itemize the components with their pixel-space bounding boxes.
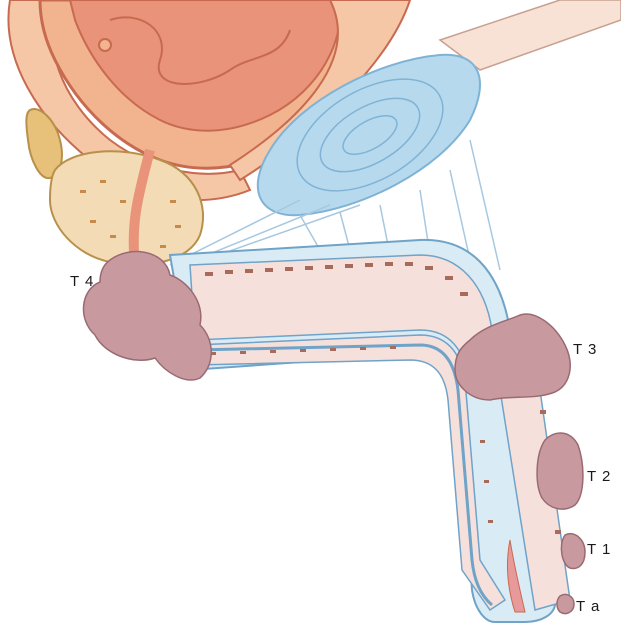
label-t4: T 4 xyxy=(70,273,95,290)
ureter-orifice xyxy=(98,38,112,52)
pubic-bone xyxy=(256,53,481,217)
suspensory-fibers xyxy=(169,139,501,271)
bladder-lumen xyxy=(68,0,342,132)
prostate-dots xyxy=(80,180,181,248)
label-t3: T 3 xyxy=(573,341,598,358)
tumor-ta xyxy=(556,593,575,615)
prostate xyxy=(48,150,205,266)
label-t1: T 1 xyxy=(587,541,612,558)
tumor-t4 xyxy=(82,250,212,381)
erectile-dots xyxy=(205,262,561,534)
seminal-vesicle xyxy=(25,108,63,180)
bone-ring-3 xyxy=(342,114,398,156)
corpus-spongiosum xyxy=(194,334,507,612)
bone-ring-2 xyxy=(319,97,421,173)
rectal-wall xyxy=(228,0,412,182)
bone-ring-1 xyxy=(296,78,444,192)
tumor-t2 xyxy=(536,432,584,510)
label-t2: T 2 xyxy=(587,468,612,485)
penile-urethra xyxy=(194,343,493,607)
label-ta: T a xyxy=(576,598,601,615)
tumor-t3 xyxy=(454,313,571,401)
fossa-navicularis xyxy=(507,539,526,613)
bladder-fold xyxy=(109,16,291,85)
tumor-t1 xyxy=(560,533,586,570)
